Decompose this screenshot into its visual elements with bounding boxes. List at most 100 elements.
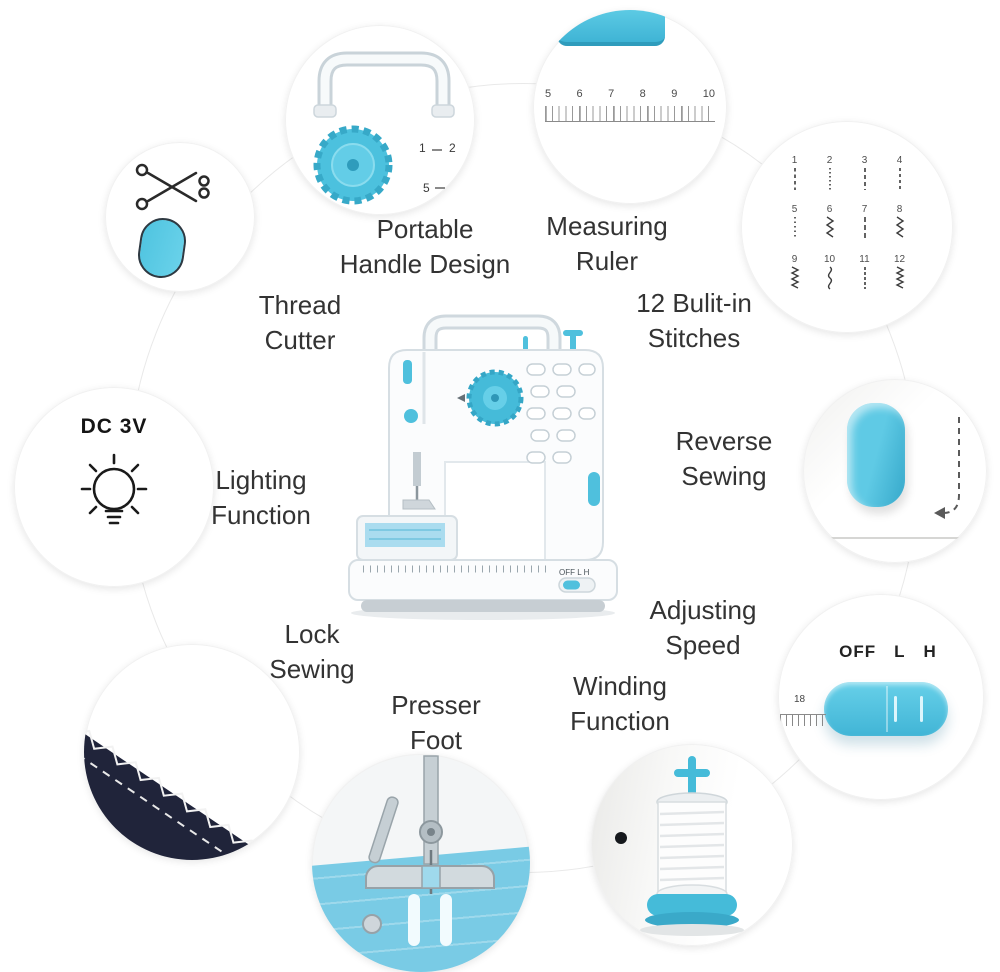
reverse-sewing-photo: [803, 379, 987, 563]
label-line: Lighting: [215, 465, 307, 495]
stitch-glyph-dash: [863, 266, 866, 289]
ruler-numbers: 5 6 7 8 9 10: [545, 88, 715, 100]
feature-label-measuring-ruler: Measuring Ruler: [507, 209, 707, 279]
speed-off-label: OFF: [839, 642, 877, 661]
stitch-cell: 6: [814, 204, 845, 249]
stitch-number: 9: [791, 253, 798, 265]
stitch-number: 5: [791, 204, 798, 216]
scale-ticks: [780, 714, 826, 726]
speed-high-label: H: [923, 642, 937, 661]
stitch-cell: 11: [849, 254, 880, 299]
ruler-number: 7: [608, 88, 615, 100]
stitch-glyph-zigzag: [789, 266, 800, 289]
stitch-cell: 5: [779, 204, 810, 249]
stitch-number: 8: [896, 204, 903, 216]
speed-slider: [824, 682, 948, 736]
slider-seam: [886, 686, 888, 732]
label-line: Cutter: [264, 325, 336, 355]
feature-label-portable-handle: Portable Handle Design: [325, 212, 525, 282]
slider-mark: [894, 696, 897, 722]
winding-function-photo: [591, 744, 793, 946]
reverse-arrow-icon: [934, 417, 960, 519]
label-line: Thread: [258, 290, 342, 320]
label-line: Measuring: [546, 211, 668, 241]
light-bulb-icon: [80, 453, 148, 525]
stitch-number: 4: [896, 155, 903, 166]
feature-label-lock-sewing: Lock Sewing: [212, 617, 412, 687]
stitch-glyph-zigzag: [894, 266, 905, 289]
stitch-number: 3: [861, 155, 868, 166]
dial-tick: [435, 187, 445, 189]
ruler-number: 8: [639, 88, 646, 100]
stitch-glyph-dot: [828, 168, 831, 190]
stitch-number: 6: [826, 204, 833, 216]
lighting-function-photo: DC 3V: [14, 387, 214, 587]
label-line: 12 Bulit-in: [636, 288, 752, 318]
ruler-number: 5: [545, 88, 552, 100]
stitch-cell: 1: [779, 155, 810, 200]
stitch-number: 7: [861, 204, 868, 216]
presser-foot-photo: [312, 754, 530, 972]
handle-icon: [313, 51, 455, 118]
label-line: Presser: [391, 690, 481, 720]
feature-label-lighting: Lighting Function: [161, 463, 361, 533]
label-line: Function: [570, 706, 670, 736]
stitch-cell: 2: [814, 155, 845, 200]
builtin-stitches-photo: 1 2 3 4 5 6 7: [741, 121, 953, 333]
label-line: Speed: [665, 630, 741, 660]
stitch-glyph-wave: [827, 266, 832, 290]
label-line: Ruler: [575, 246, 639, 276]
portable-handle-photo: 1 2 5: [285, 25, 475, 215]
adjusting-speed-photo: OFF L H 18: [778, 594, 984, 800]
bobbin-winder-icon: [615, 756, 744, 936]
stitch-pattern-grid: 1 2 3 4 5 6 7: [779, 155, 915, 299]
speed-switch-labels: OFF L H: [778, 642, 984, 662]
label-line: Winding: [573, 671, 667, 701]
label-line: Adjusting: [649, 595, 757, 625]
stitch-glyph-dash: [863, 217, 866, 240]
reverse-lever: [847, 403, 905, 507]
stitch-number: 11: [859, 253, 870, 265]
label-line: Portable: [376, 214, 474, 244]
dial-mark: 1: [419, 141, 426, 155]
feature-label-thread-cutter: Thread Cutter: [200, 288, 400, 358]
label-line: Sewing: [681, 461, 767, 491]
ruler-number: 10: [702, 88, 715, 100]
machine-blue-part: [557, 10, 665, 46]
speed-low-label: L: [894, 642, 906, 661]
stitch-cell: 7: [849, 204, 880, 249]
sewing-machine-image: OFF L H: [348, 314, 618, 620]
label-line: Foot: [409, 725, 463, 755]
stitch-glyph-zigzag: [895, 216, 904, 238]
label-line: Reverse: [675, 426, 773, 456]
label-line: Function: [211, 500, 311, 530]
feature-label-adjusting-speed: Adjusting Speed: [603, 593, 803, 663]
stitch-number: 2: [826, 155, 833, 166]
stitch-cell: 9: [779, 254, 810, 299]
presser-foot-icon: [362, 755, 495, 946]
stitch-number: 12: [893, 253, 906, 265]
stitch-glyph-dot: [793, 217, 796, 240]
label-line: Handle Design: [339, 249, 511, 279]
label-line: Lock: [284, 619, 340, 649]
stitch-number: 10: [823, 253, 836, 265]
stitch-cell: 3: [849, 155, 880, 200]
stitch-cell: 12: [884, 254, 915, 299]
machine-switch-label: OFF L H: [559, 568, 590, 577]
scissors-icon: [135, 163, 210, 211]
voltage-label: DC 3V: [80, 415, 148, 438]
ruler-number: 6: [576, 88, 583, 100]
stitch-glyph-dash: [863, 168, 866, 190]
feature-label-winding: Winding Function: [520, 669, 720, 739]
stitch-number: 1: [791, 155, 798, 166]
dial-tick: [432, 149, 442, 151]
scale-number: 18: [794, 694, 806, 705]
slider-mark: [920, 696, 923, 722]
stitch-cell: 10: [814, 254, 845, 299]
stitch-cell: 8: [884, 204, 915, 249]
label-line: Stitches: [647, 323, 741, 353]
pattern-dial-icon: [313, 125, 393, 205]
stitch-glyph-dash: [898, 168, 901, 190]
feature-label-builtin-stitches: 12 Bulit-in Stitches: [594, 286, 794, 356]
